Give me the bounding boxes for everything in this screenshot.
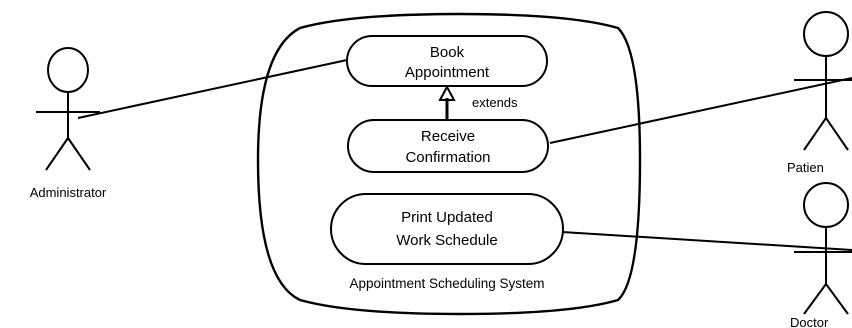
actor-right-leg [825,117,849,151]
extends-arrowhead [438,84,456,101]
use-case-book-appointment[interactable] [346,35,548,87]
association-patient-receive [549,77,852,144]
use-case-receive-confirmation-line-1: Receive [421,128,475,145]
actor-doctor-label: Doctor [790,315,829,328]
use-case-book-appointment-line-1: Book [430,44,465,61]
actor-head-icon [803,182,849,228]
actor-head-icon [47,47,89,93]
actor-patient-label: Patien [787,160,824,175]
system-boundary [256,12,642,316]
association-administrator-book [77,59,348,119]
actor-administrator-label: Administrator [30,185,107,200]
use-case-book-appointment-line-2: Appointment [405,64,490,81]
use-case-receive-confirmation[interactable] [347,119,549,173]
actor-left-leg [803,283,827,315]
use-case-print-line-1: Print Updated [401,209,493,226]
actor-doctor[interactable]: Doctor [790,182,852,328]
actor-left-leg [803,117,827,151]
system-label: Appointment Scheduling System [349,276,544,291]
actor-right-leg [825,283,849,315]
actor-administrator[interactable]: Administrator [30,47,107,200]
association-doctor-print [561,231,852,251]
actor-left-leg [45,137,69,171]
use-case-receive-confirmation-line-2: Confirmation [405,149,490,166]
extends-label: extends [472,95,518,110]
use-case-print-line-2: Work Schedule [396,232,497,249]
actor-head-icon [803,11,849,57]
actor-patient[interactable]: Patien [787,11,852,175]
use-case-print-updated-work-schedule[interactable] [330,193,564,265]
actor-right-leg [67,137,91,171]
